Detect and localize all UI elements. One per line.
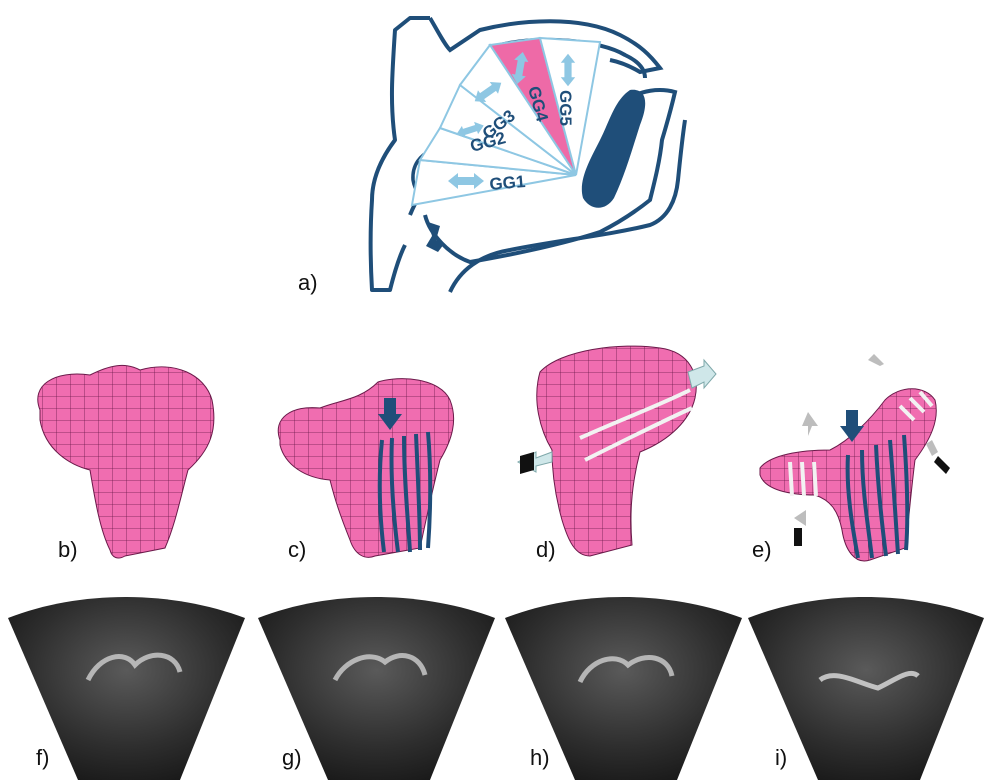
panel-c-tongue-mesh: c) bbox=[278, 379, 453, 562]
panel-a-label: a) bbox=[298, 270, 318, 295]
panel-h-label: h) bbox=[530, 745, 550, 770]
panel-e-label: e) bbox=[752, 537, 772, 562]
panel-c-label: c) bbox=[288, 537, 306, 562]
gg5-label: GG5 bbox=[556, 90, 575, 126]
ultrasound-panel-h: h) bbox=[505, 597, 742, 780]
head-profile-outline bbox=[371, 18, 431, 290]
panel-i-label: i) bbox=[775, 745, 787, 770]
panel-b-tongue-mesh: b) bbox=[38, 365, 214, 562]
panel-e-tongue-mesh: e) bbox=[752, 354, 950, 562]
push-arrow-icon bbox=[520, 452, 534, 474]
panel-g-label: g) bbox=[282, 745, 302, 770]
pull-arrow-icon bbox=[688, 360, 716, 388]
gg1-label: GG1 bbox=[489, 172, 526, 194]
push-arrow-icon bbox=[794, 528, 802, 546]
push-arrow-icon bbox=[934, 456, 950, 474]
ultrasound-panel-g: g) bbox=[258, 597, 495, 780]
tongue-mesh-d bbox=[537, 346, 696, 556]
panel-b-label: b) bbox=[58, 537, 78, 562]
ultrasound-panel-i: i) bbox=[748, 597, 984, 780]
pull-arrow-icon bbox=[868, 354, 884, 366]
pull-arrow-icon bbox=[794, 510, 806, 526]
pull-arrow-icon bbox=[802, 412, 818, 436]
panel-f-label: f) bbox=[36, 745, 49, 770]
ultrasound-panel-f: f) bbox=[8, 597, 245, 780]
tongue-mesh-b bbox=[38, 365, 214, 558]
pull-arrow-icon bbox=[926, 440, 938, 456]
epiglottis-shape bbox=[582, 90, 645, 208]
panel-d-label: d) bbox=[536, 537, 556, 562]
panel-a-diagram: GG1 GG2 GG3 GG4 GG5 a) bbox=[298, 18, 685, 295]
panel-d-tongue-mesh: d) bbox=[518, 346, 716, 562]
